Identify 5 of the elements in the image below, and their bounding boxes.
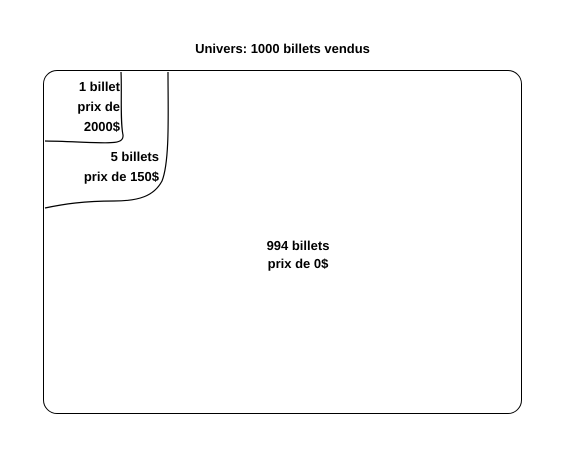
region-label: 1 billet prix de 2000$	[76, 78, 120, 136]
region-area	[44, 71, 171, 211]
region-label: 5 billets prix de 150$	[82, 148, 159, 186]
region-label: 994 billets prix de 0$	[266, 237, 330, 273]
heading: Univers: 1000 billets vendus	[194, 40, 371, 58]
